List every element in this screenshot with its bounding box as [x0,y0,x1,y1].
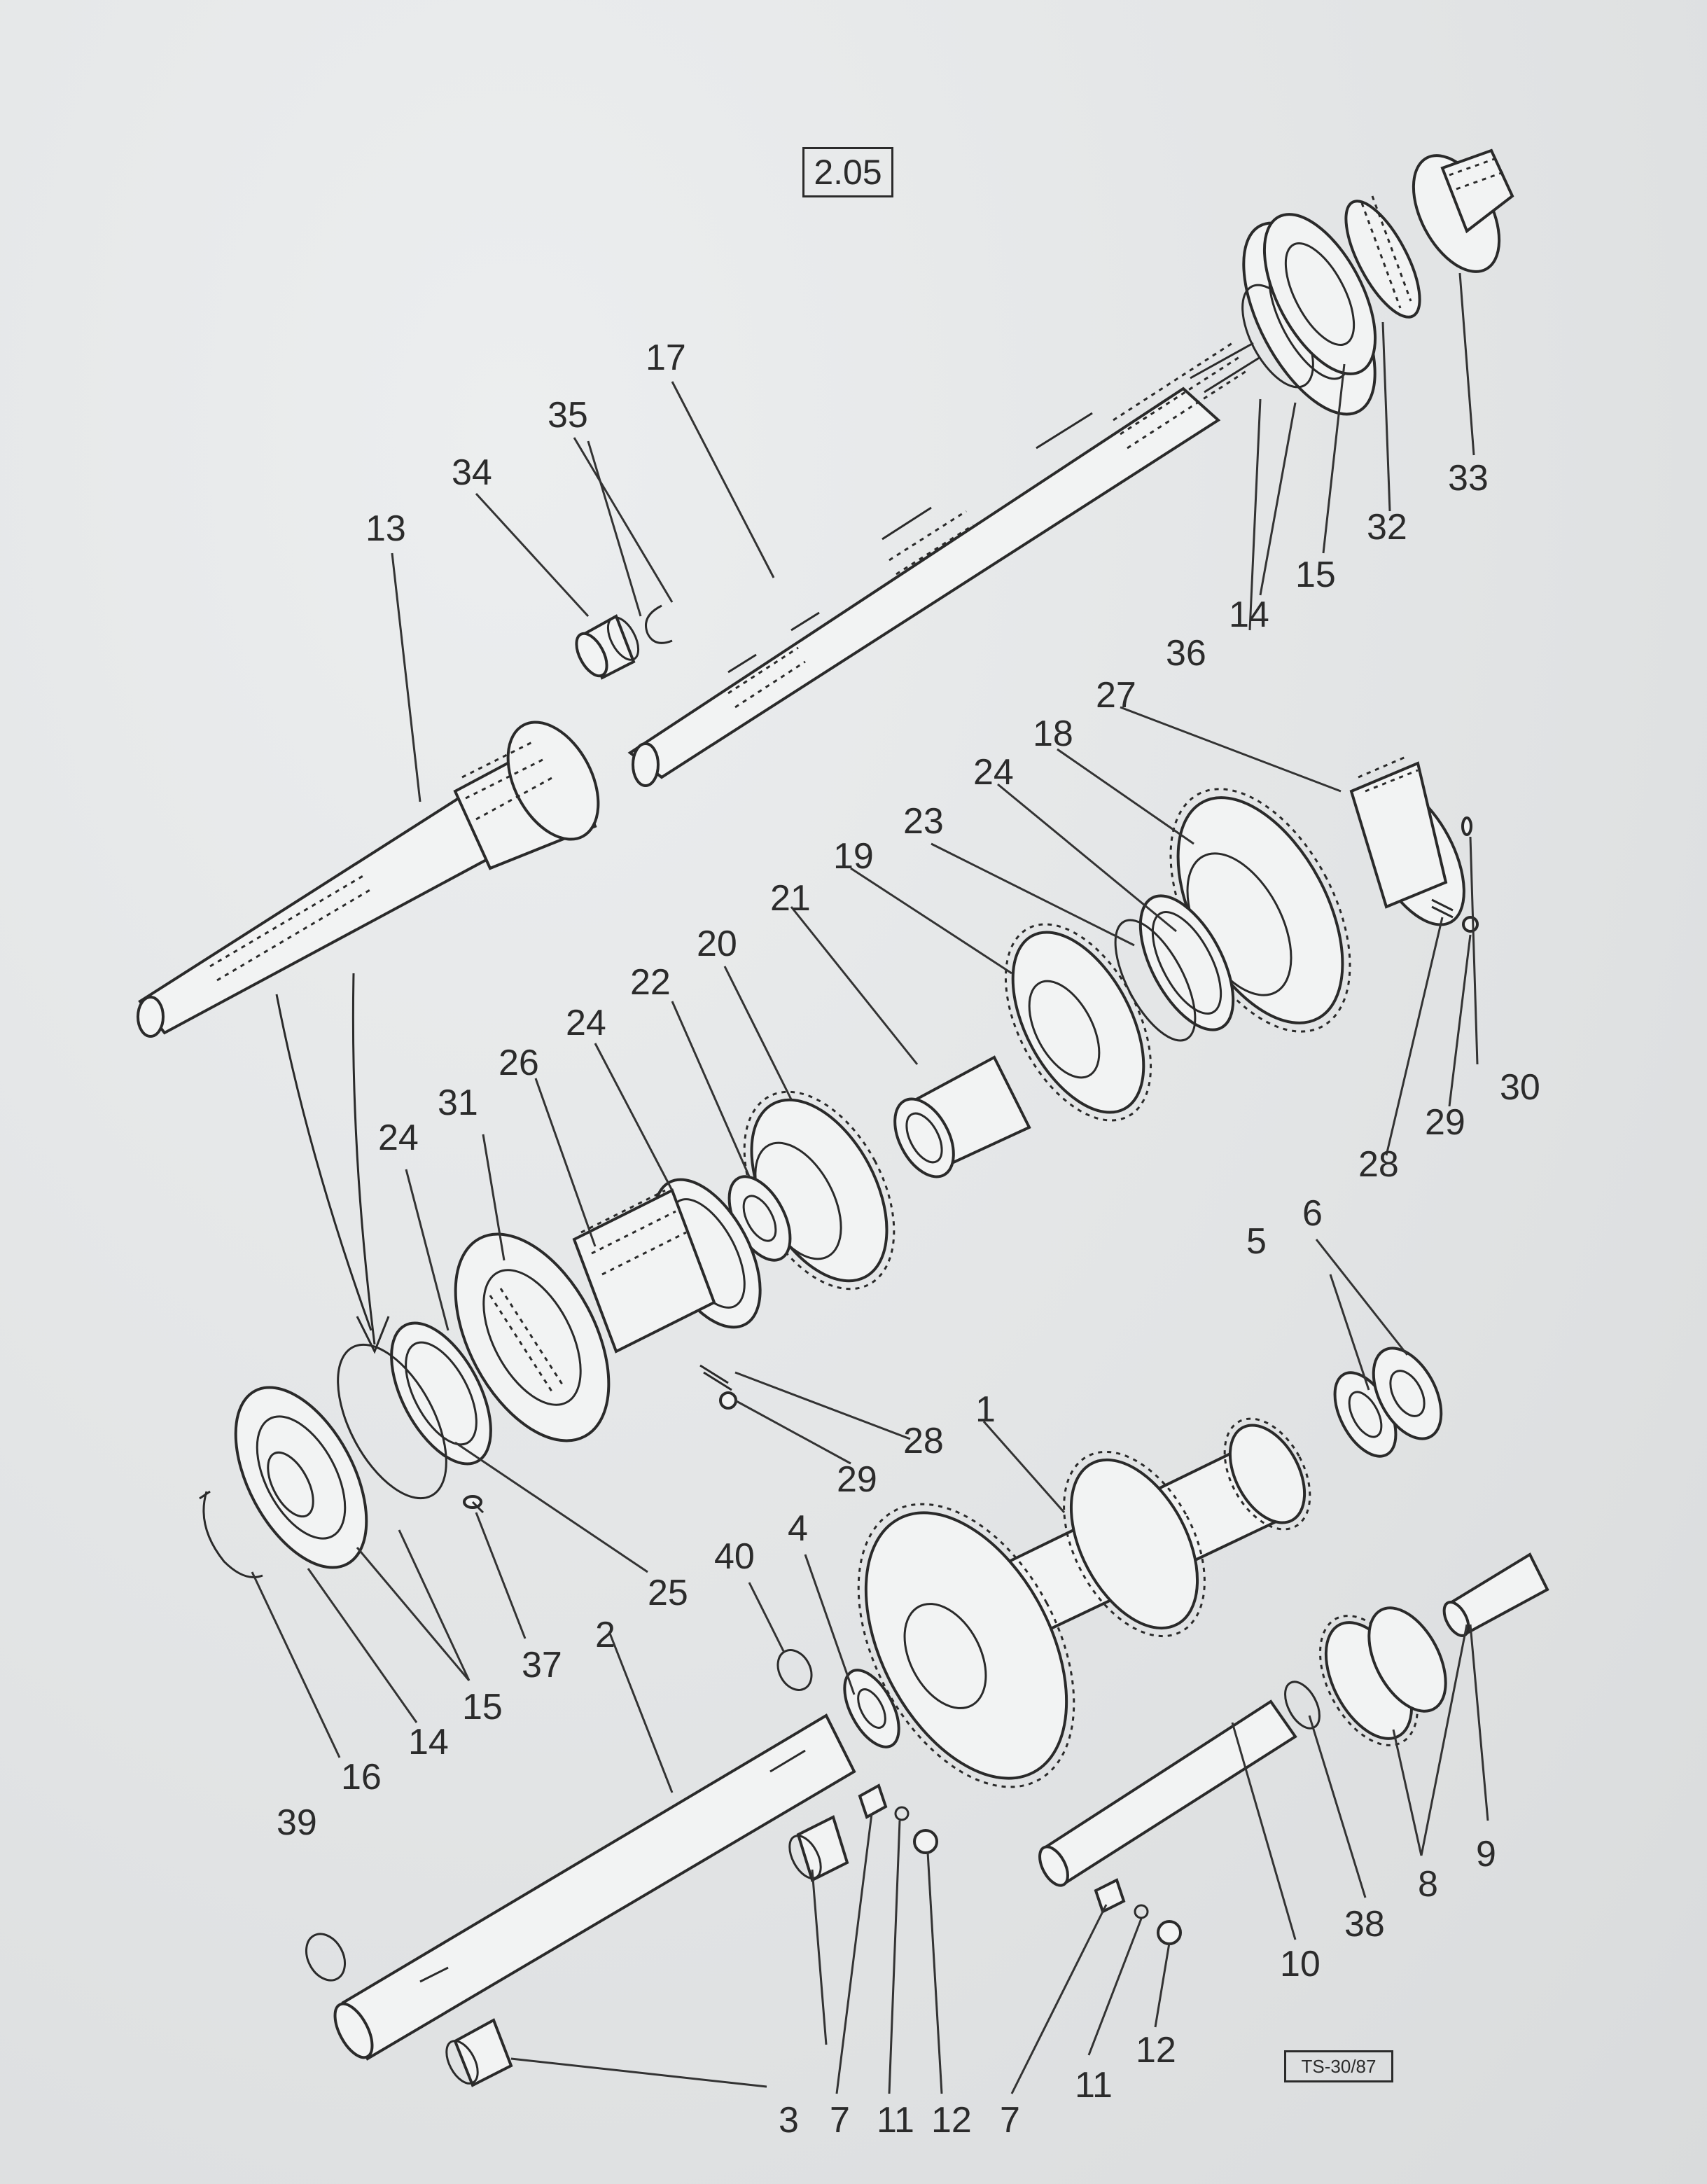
callout-21: 21 [770,878,811,919]
callout-16: 16 [341,1757,382,1797]
plug-set-left [858,1783,938,1854]
callout-15-top: 15 [1295,555,1336,595]
callout-12-left: 12 [931,2100,972,2141]
callout-18: 18 [1033,714,1073,754]
drawing-reference: TS-30/87 [1301,2055,1377,2077]
callout-22: 22 [630,962,671,1003]
ring-40 [776,1649,813,1691]
callout-29-lower: 29 [837,1459,877,1500]
callout-39: 39 [277,1802,317,1843]
needle-bearing-3-upper [788,1815,849,1882]
bush-21 [893,1055,1031,1178]
leader-lines [251,272,1489,2094]
callout-3: 3 [779,2100,799,2141]
bearing-14-lower [234,1386,368,1569]
plug-set-right [1094,1878,1182,1945]
pinion-33 [1412,148,1514,273]
callout-25: 25 [648,1573,688,1613]
callout-32: 32 [1367,507,1407,548]
callout-2: 2 [595,1615,615,1655]
callout-31: 31 [438,1083,478,1123]
part-32 [1344,195,1421,319]
circlip-35 [645,604,673,644]
washer-15-top [1262,213,1377,375]
callout-6: 6 [1302,1193,1323,1234]
synchro-ring-24-lower [390,1321,492,1466]
cluster-gear-1 [857,1417,1311,1788]
callout-24-lower: 24 [378,1118,419,1158]
assembly-arrows [275,973,390,1354]
callout-10: 10 [1280,1944,1321,1984]
callout-40: 40 [714,1536,755,1577]
washer-4 [843,1669,900,1748]
callout-29-upper: 29 [1425,1102,1465,1143]
synchro-hub-27 [1349,755,1465,926]
callout-9: 9 [1476,1834,1496,1875]
callout-23: 23 [903,801,944,842]
synchro-ring-24-upper [1138,894,1235,1031]
callout-14-top: 14 [1229,594,1269,635]
callout-38: 38 [1344,1904,1385,1945]
screw-37 [463,1495,485,1514]
callout-26: 26 [499,1043,539,1083]
callout-28-upper: 28 [1358,1144,1399,1185]
detent-set-lower [699,1364,737,1410]
callout-11-right: 11 [1075,2065,1113,2106]
sleeve-31 [454,1232,611,1442]
section-number: 2.05 [814,153,882,192]
callout-20: 20 [697,924,737,964]
callout-36: 36 [1166,633,1206,674]
gear-19 [1004,923,1152,1122]
ring-39 [305,1933,347,1982]
callout-7-left: 7 [830,2100,850,2141]
callout-24-middle: 24 [566,1003,606,1043]
callout-35: 35 [548,395,588,436]
callout-13: 13 [365,508,406,549]
input-shaft-13 [137,721,600,1038]
bush-9 [1442,1552,1549,1637]
ring-25 [337,1343,447,1500]
callout-17: 17 [646,338,686,378]
callout-24-upper: 24 [973,752,1014,793]
callout-5: 5 [1246,1221,1267,1262]
callout-1: 1 [975,1389,996,1430]
callout-7-right: 7 [1000,2100,1020,2141]
section-number-box: 2.05 [802,147,893,197]
callout-14-lower: 14 [408,1722,449,1762]
reverse-idler-shaft-10 [1038,1699,1297,1887]
callout-labels: 17 35 34 13 36 14 15 32 33 27 18 24 23 1… [277,338,1540,2141]
callout-34: 34 [452,452,492,493]
callout-4: 4 [788,1508,808,1549]
callout-19: 19 [833,836,874,877]
washer-6 [1372,1347,1443,1440]
callout-37: 37 [522,1645,562,1685]
callout-8: 8 [1418,1864,1438,1905]
reverse-gear-8 [1319,1606,1447,1746]
hub-26 [572,1188,716,1354]
needle-bearing-34 [575,614,640,680]
callout-15-lower: 15 [462,1687,503,1727]
drawing-reference-box: TS-30/87 [1284,2050,1393,2082]
callout-28-lower: 28 [903,1421,944,1461]
callout-30: 30 [1500,1067,1540,1108]
main-shaft-17 [627,342,1261,787]
ring-38 [1284,1681,1321,1730]
needle-bearing-3-lower [445,2018,513,2087]
circlip-16 [199,1490,263,1578]
callout-12-right: 12 [1136,2030,1176,2071]
callout-27: 27 [1096,675,1136,716]
countershaft-2 [333,1713,856,2061]
callout-11-left: 11 [877,2100,914,2141]
callout-33: 33 [1448,458,1489,499]
